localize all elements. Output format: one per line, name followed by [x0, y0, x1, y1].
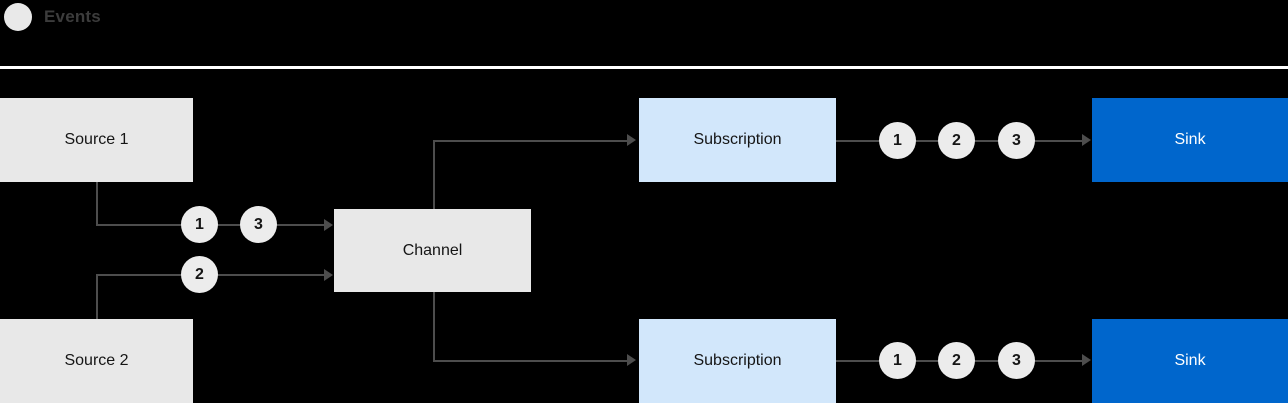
connector-subscription1-badges-mid2	[972, 140, 1002, 142]
connector-subscription1-badges-in	[836, 140, 884, 142]
event-badge-subscription2-2: 2	[938, 342, 975, 379]
header-divider	[0, 66, 1288, 69]
connector-subscription1-to-sink1	[1032, 140, 1088, 142]
arrowhead-channel-to-subscription2	[627, 354, 636, 366]
connector-subscription2-to-sink2	[1032, 360, 1088, 362]
event-badge-source1-1: 1	[181, 206, 218, 243]
node-source-2-label: Source 2	[64, 352, 129, 369]
event-badge-subscription2-1: 1	[879, 342, 916, 379]
arrowhead-to-sink1	[1082, 134, 1091, 146]
arrowhead-source2-to-channel	[324, 269, 333, 281]
node-subscription-2[interactable]: Subscription	[639, 319, 836, 403]
node-subscription-1-label: Subscription	[693, 131, 782, 148]
node-source-1-label: Source 1	[64, 131, 129, 148]
node-source-1[interactable]: Source 1	[0, 98, 193, 182]
node-subscription-1[interactable]: Subscription	[639, 98, 836, 182]
event-legend-dot-icon	[4, 3, 32, 31]
node-sink-2-label: Sink	[1174, 352, 1206, 369]
connector-channel-to-subscription2	[433, 360, 629, 362]
node-sink-1[interactable]: Sink	[1092, 98, 1288, 182]
node-channel[interactable]: Channel	[334, 209, 531, 292]
connector-channel-down-vertical	[433, 290, 435, 362]
connector-channel-to-subscription1	[433, 140, 629, 142]
legend: Events	[0, 0, 101, 34]
event-badge-subscription1-3: 3	[998, 122, 1035, 159]
node-channel-label: Channel	[402, 241, 463, 259]
connector-subscription2-badges-mid2	[972, 360, 1002, 362]
connector-subscription1-badges-mid1	[913, 140, 943, 142]
node-subscription-2-label: Subscription	[693, 352, 782, 369]
event-badge-source1-3: 3	[240, 206, 277, 243]
connector-subscription2-badges-in	[836, 360, 884, 362]
connector-subscription2-badges-mid1	[913, 360, 943, 362]
node-sink-1-label: Sink	[1174, 131, 1206, 148]
event-badge-source2-2: 2	[181, 256, 218, 293]
arrowhead-source1-to-channel	[324, 219, 333, 231]
event-badge-subscription2-3: 3	[998, 342, 1035, 379]
connector-source1-vertical	[96, 180, 98, 226]
legend-label: Events	[44, 7, 101, 26]
arrowhead-channel-to-subscription1	[627, 134, 636, 146]
arrowhead-to-sink2	[1082, 354, 1091, 366]
node-source-2[interactable]: Source 2	[0, 319, 193, 403]
connector-channel-up-vertical	[433, 140, 435, 210]
connector-source2-vertical	[96, 274, 98, 322]
event-badge-subscription1-2: 2	[938, 122, 975, 159]
node-sink-2[interactable]: Sink	[1092, 319, 1288, 403]
event-badge-subscription1-1: 1	[879, 122, 916, 159]
